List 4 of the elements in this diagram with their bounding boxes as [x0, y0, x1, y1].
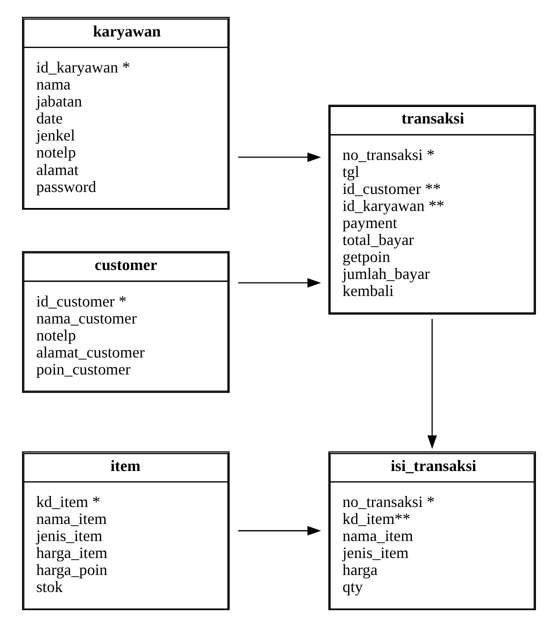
arrow	[238, 526, 321, 536]
arrow	[426, 318, 436, 449]
arrow	[238, 152, 321, 162]
arrow	[238, 278, 321, 288]
